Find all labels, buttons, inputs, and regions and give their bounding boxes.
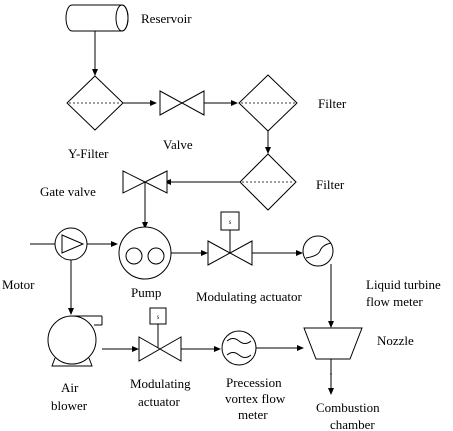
y-filter-label: Y-Filter (68, 146, 109, 161)
modulating-actuator-1-symbol (207, 211, 253, 266)
actuator-box-1-symbol: S (229, 221, 232, 226)
liquid-turbine-flow-meter-label-2: flow meter (366, 294, 423, 309)
precession-vortex-flow-meter-label-3: meter (238, 407, 268, 422)
valve-label: Valve (163, 137, 193, 152)
actuator-box-2-symbol: S (157, 316, 160, 321)
air-blower-label-1: Air (61, 380, 79, 395)
pump-label: Pump (131, 285, 161, 300)
filter-1-symbol (238, 74, 298, 132)
y-filter-symbol (66, 75, 124, 131)
liquid-turbine-flow-meter-symbol (302, 235, 334, 267)
combustion-chamber-label-2: chamber (330, 417, 375, 431)
nozzle-symbol (303, 327, 363, 360)
filter-1-label: Filter (318, 96, 347, 111)
reservoir-symbol (65, 4, 129, 32)
modulating-actuator-2-symbol (138, 307, 182, 362)
modulating-actuator-2-label-1: Modulating (130, 376, 191, 391)
air-blower-label-2: blower (51, 398, 88, 413)
precession-vortex-flow-meter-label-1: Precession (226, 375, 282, 390)
nozzle-label: Nozzle (377, 333, 414, 348)
reservoir-label: Reservoir (141, 11, 192, 26)
motor-label: Motor (2, 277, 35, 292)
valve-symbol (159, 90, 205, 116)
gate-valve-symbol (122, 170, 168, 194)
liquid-turbine-flow-meter-label-1: Liquid turbine (366, 277, 441, 292)
modulating-actuator-2-label-2: actuator (138, 394, 181, 409)
motor-symbol (54, 227, 88, 261)
precession-vortex-flow-meter-symbol (221, 330, 257, 366)
precession-vortex-flow-meter-label-2: vortex flow (225, 391, 286, 406)
combustion-chamber-label-1: Combustion (316, 400, 380, 415)
modulating-actuator-1-label: Modulating actuator (196, 289, 302, 304)
air-blower-symbol (47, 315, 103, 367)
gate-valve-label: Gate valve (40, 184, 96, 199)
filter-2-symbol (239, 153, 297, 211)
pump-symbol (118, 226, 172, 280)
filter-2-label: Filter (316, 177, 345, 192)
